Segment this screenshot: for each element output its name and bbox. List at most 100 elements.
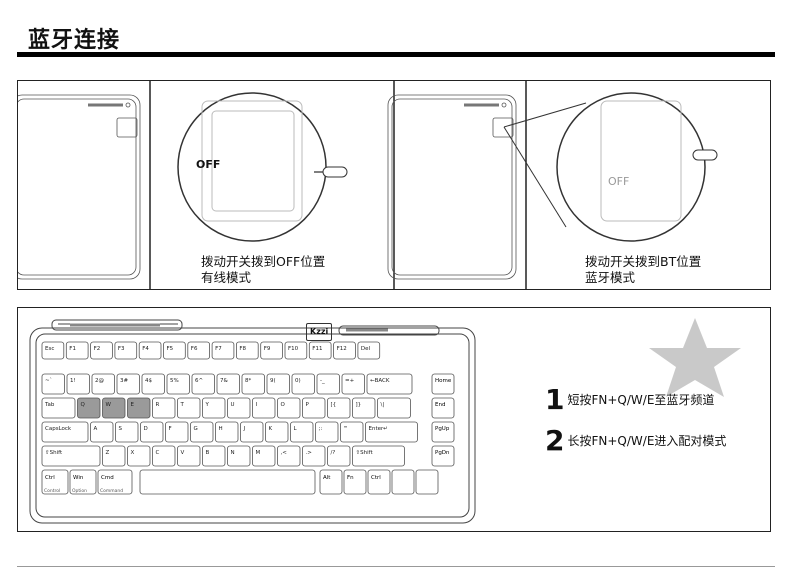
key-4-3 [152, 445, 176, 467]
key-1-8 [241, 373, 265, 395]
key-label-4-0: ⇧Shift [45, 449, 63, 456]
key-label-3-10: ;: [319, 426, 323, 432]
bottom-key-3 [139, 469, 316, 495]
key-label-4-6: N [231, 450, 235, 456]
key-label-4-4: V [181, 450, 185, 456]
key-3-5 [190, 421, 214, 443]
key-label-0-13: Del [361, 346, 371, 352]
key-label-2-10: P [306, 402, 310, 408]
key-2-12 [352, 397, 376, 419]
star-icon [649, 318, 741, 397]
key-4-10 [327, 445, 351, 467]
key-label-4-10: /? [331, 450, 336, 456]
key-label-4-11: ⇧Shift [356, 449, 374, 456]
key-label-2-11: [{ [331, 402, 337, 408]
key-label-1-0: ~` [45, 378, 52, 384]
key-0-2 [90, 341, 113, 360]
key-4-8 [277, 445, 301, 467]
bt-caption-line2: 蓝牙模式 [585, 270, 636, 285]
key-label-4-2: X [131, 450, 135, 456]
key-label-3-2: S [119, 426, 123, 432]
bottom-sub-label-1: Option [72, 488, 87, 494]
step-1-number: 1 [545, 383, 565, 416]
footer-rule [17, 566, 775, 567]
bottom-key-2 [97, 469, 133, 495]
key-0-4 [138, 341, 162, 360]
key-1-12 [341, 373, 365, 395]
key-2-4 [152, 397, 176, 419]
bottom-key-label-0: Ctrl [45, 475, 55, 481]
brand-logo: Kzzi [306, 323, 333, 341]
key-label-0-5: F5 [167, 346, 174, 352]
key-0-11 [308, 341, 332, 360]
key-label-3-4: F [169, 426, 172, 432]
key-label-2-12: ]} [356, 402, 362, 408]
key-3-3 [140, 421, 164, 443]
key-1-1 [66, 373, 90, 395]
key-label-0-6: F6 [191, 346, 198, 352]
key-0-7 [211, 341, 235, 360]
key-label-2-3: E [131, 402, 135, 408]
key-label-2-4: R [156, 402, 160, 408]
bottom-key-4 [319, 469, 343, 495]
nav-key-label-0: Home [435, 378, 452, 384]
keys-layer [41, 341, 455, 495]
bottom-key-0 [41, 469, 69, 495]
key-2-3 [127, 397, 151, 419]
key-label-1-5: 5% [170, 378, 179, 384]
key-0-12 [333, 341, 356, 360]
bottom-key-label-4: Alt [323, 475, 331, 481]
key-label-2-0: Tab [44, 402, 55, 408]
key-1-6 [191, 373, 215, 395]
key-0-6 [187, 341, 211, 360]
bottom-key-1 [69, 469, 97, 495]
key-0-1 [65, 341, 89, 360]
keyboard-crop-bt [387, 94, 587, 280]
key-1-4 [141, 373, 165, 395]
key-label-3-7: J [243, 426, 246, 432]
key-label-0-1: F1 [69, 346, 76, 352]
magnifier-wired [177, 92, 348, 242]
magnifier-bt [556, 92, 718, 242]
key-label-2-1: Q [81, 402, 86, 408]
key-3-12 [365, 421, 418, 443]
key-label-3-9: L [294, 426, 298, 432]
key-label-3-12: Enter↵ [369, 426, 388, 432]
key-label-4-8: ,< [281, 450, 288, 456]
key-label-0-11: F11 [312, 346, 322, 352]
key-1-10 [291, 373, 315, 395]
key-3-4 [165, 421, 189, 443]
nav-key-label-3: PgDn [435, 450, 450, 456]
key-label-0-12: F12 [337, 346, 347, 352]
key-2-6 [202, 397, 226, 419]
bottom-key-8 [415, 469, 439, 495]
key-1-13 [366, 373, 413, 395]
bottom-key-5 [343, 469, 367, 495]
key-0-10 [284, 341, 308, 360]
key-1-7 [216, 373, 240, 395]
bt-caption: 拨动开关拨到BT位置 蓝牙模式 [585, 254, 701, 286]
step-2-text: 长按FN+Q/W/E进入配对模式 [567, 434, 727, 448]
key-2-11 [327, 397, 351, 419]
key-label-0-4: F4 [142, 346, 149, 352]
key-0-8 [235, 341, 259, 360]
key-label-0-0: Esc [45, 346, 54, 352]
bottom-key-label-5: Fn [347, 475, 354, 481]
key-3-8 [265, 421, 289, 443]
key-label-3-0: CapsLock [45, 426, 72, 432]
key-label-1-12: =+ [345, 378, 355, 384]
key-0-3 [114, 341, 138, 360]
page-title: 蓝牙连接 [28, 28, 121, 53]
key-2-13 [377, 397, 411, 419]
key-label-1-3: 3# [120, 378, 128, 384]
nav-key-3 [431, 445, 455, 467]
key-3-6 [215, 421, 239, 443]
key-label-2-7: U [231, 402, 235, 408]
key-1-2 [91, 373, 115, 395]
bottom-key-label-2: Cmd [101, 475, 114, 481]
key-0-0 [41, 341, 65, 360]
title-underline [17, 52, 775, 57]
